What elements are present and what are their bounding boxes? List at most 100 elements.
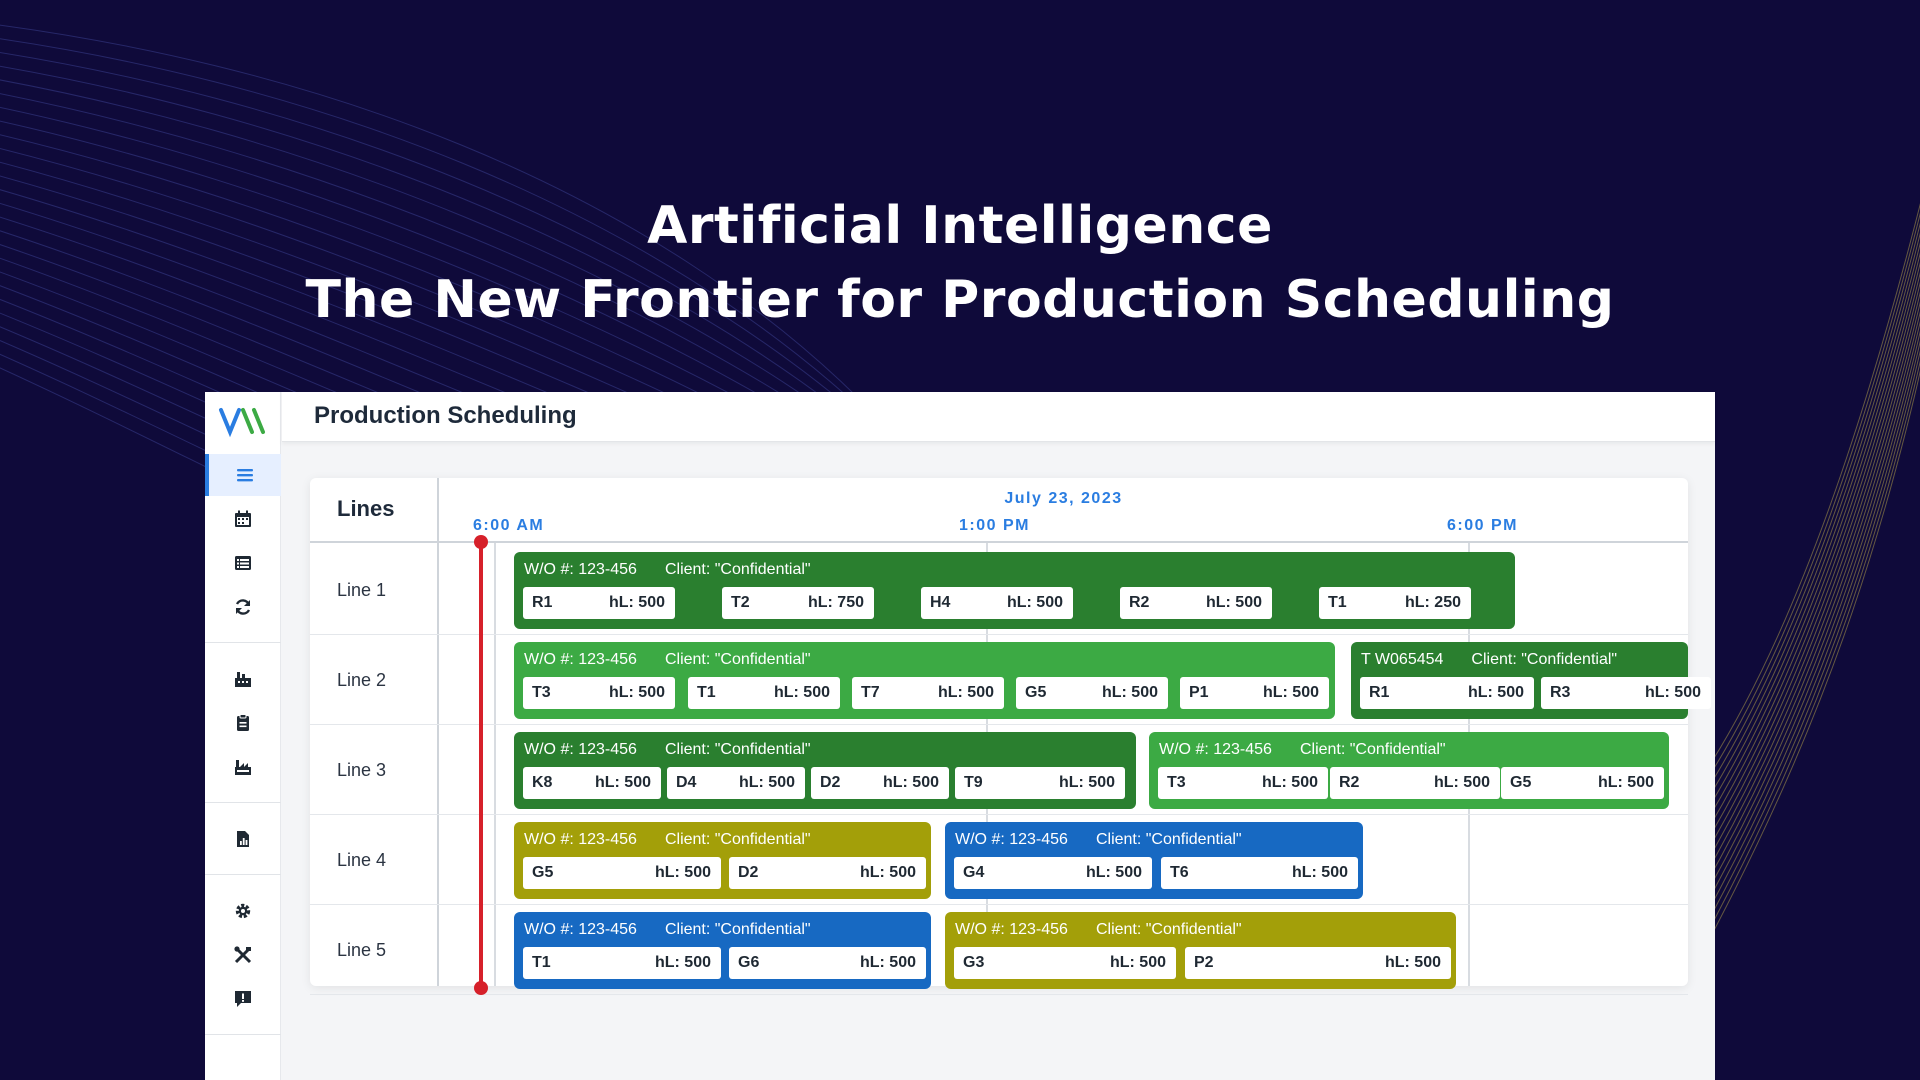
work-order-number: W/O #: 123-456 xyxy=(524,831,637,848)
nav-tools[interactable] xyxy=(205,934,281,976)
nav-sync[interactable] xyxy=(205,586,281,628)
schedule-board: Lines July 23, 2023 6:00 AM 1:00 PM 6:00… xyxy=(310,478,1711,995)
nav-settings[interactable] xyxy=(205,890,281,932)
nav-calendar[interactable] xyxy=(205,498,281,540)
batch-volume: hL: 500 xyxy=(1006,594,1063,611)
menu-icon xyxy=(237,469,253,482)
nav-reports[interactable] xyxy=(205,818,281,860)
timeline-date: July 23, 2023 xyxy=(1004,490,1123,507)
batch-volume: hL: 250 xyxy=(1404,594,1461,611)
batch-volume: hL: 500 xyxy=(738,774,795,791)
nav-divider xyxy=(205,642,281,643)
batch-code: G5 xyxy=(1025,684,1047,701)
nav-orders[interactable] xyxy=(205,702,281,744)
work-order-number: W/O #: 123-456 xyxy=(1159,741,1272,758)
factory-icon xyxy=(235,672,251,687)
lines-header-label: Lines xyxy=(337,496,395,521)
nav-factory[interactable] xyxy=(205,658,281,700)
work-order-client: Client: "Confidential" xyxy=(1095,921,1242,938)
nav-production[interactable] xyxy=(205,746,281,788)
time-label: 6:00 PM xyxy=(1447,517,1518,534)
time-label: 1:00 PM xyxy=(959,517,1030,534)
work-order-number: W/O #: 123-456 xyxy=(524,561,637,578)
current-time-marker xyxy=(479,542,483,988)
refresh-icon xyxy=(235,599,251,615)
batch-code: G5 xyxy=(1510,774,1532,791)
batch-volume: hL: 500 xyxy=(1291,864,1348,881)
line-label: Line 1 xyxy=(337,580,387,600)
nav-list[interactable] xyxy=(205,542,281,584)
nav-divider xyxy=(205,1034,281,1035)
batch-code: D2 xyxy=(820,774,841,791)
batch-volume: hL: 500 xyxy=(1058,774,1115,791)
nav-schedule[interactable] xyxy=(205,454,281,496)
batch-chip[interactable]: G5 hL: 500 xyxy=(1501,767,1664,799)
work-order-number: W/O #: 123-456 xyxy=(524,921,637,938)
work-order-client: Client: "Confidential" xyxy=(1095,831,1242,848)
column-divider xyxy=(437,478,439,986)
nav-divider xyxy=(205,802,281,803)
batch-volume: hL: 500 xyxy=(1597,774,1654,791)
batch-volume: hL: 500 xyxy=(608,684,665,701)
batch-volume: hL: 500 xyxy=(608,594,665,611)
batch-code: T3 xyxy=(532,684,551,701)
current-time-marker-bottom xyxy=(474,981,488,995)
time-label: 6:00 AM xyxy=(473,517,545,534)
work-order-number: W/O #: 123-456 xyxy=(524,741,637,758)
batch-volume: hL: 750 xyxy=(807,594,864,611)
batch-chip[interactable]: T3 hL: 500 xyxy=(523,677,675,709)
alert-icon xyxy=(235,991,251,1007)
nav-divider xyxy=(205,874,281,875)
work-order-client: Client: "Confidential" xyxy=(664,921,811,938)
batch-volume: hL: 500 xyxy=(1205,594,1262,611)
nav-feedback[interactable] xyxy=(205,978,281,1020)
batch-volume: hL: 500 xyxy=(1384,954,1441,971)
report-icon xyxy=(237,831,249,847)
work-order-client: Client: "Confidential" xyxy=(664,741,811,758)
calendar-icon xyxy=(235,510,251,527)
batch-volume: hL: 500 xyxy=(859,954,916,971)
batch-volume: hL: 500 xyxy=(1262,684,1319,701)
line-label: Line 2 xyxy=(337,670,387,690)
app-window: Production Scheduling Lines July 23, 202… xyxy=(205,392,1715,1080)
